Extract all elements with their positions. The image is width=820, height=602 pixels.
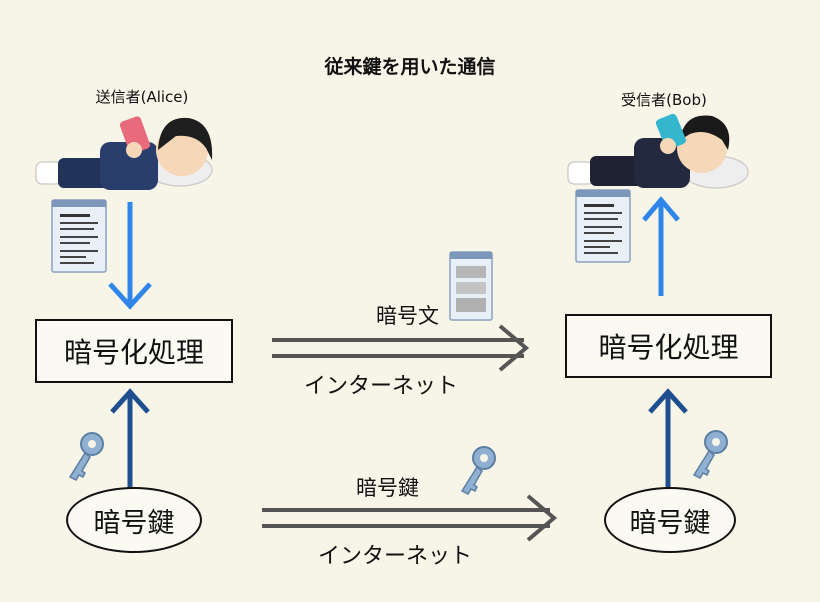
ciphertext-channel-medium: インターネット [304, 374, 459, 399]
receiver-illustration [567, 113, 749, 189]
sender-illustration [35, 116, 213, 190]
key-icon [693, 430, 728, 479]
arrow-key-up-right [648, 388, 688, 488]
key-channel-medium: インターネット [318, 544, 473, 569]
plaintext-document-icon [575, 189, 631, 263]
key-icon [461, 446, 496, 495]
sender-key-node: 暗号鍵 [66, 487, 202, 553]
sender-process-box: 暗号化処理 [35, 319, 233, 383]
arrow-plaintext-down [108, 202, 152, 310]
sender-label: 送信者(Alice) [95, 88, 189, 106]
receiver-process-label: 暗号化処理 [598, 331, 739, 364]
ciphertext-channel-label: 暗号文 [376, 304, 439, 328]
sender-process-label: 暗号化処理 [63, 336, 204, 369]
key-icon [69, 432, 104, 481]
arrow-key-up-left [110, 388, 150, 488]
arrow-ciphertext-channel [272, 324, 530, 372]
receiver-key-label: 暗号鍵 [629, 507, 711, 539]
receiver-process-box: 暗号化処理 [565, 314, 772, 378]
diagram-title: 従来鍵を用いた通信 [324, 56, 496, 78]
sender-key-label: 暗号鍵 [93, 507, 175, 539]
arrow-key-channel [262, 494, 558, 542]
arrow-plaintext-up [642, 196, 680, 296]
plaintext-document-icon [51, 199, 107, 273]
ciphertext-document-icon [449, 251, 493, 321]
receiver-label: 受信者(Bob) [621, 91, 707, 109]
receiver-key-node: 暗号鍵 [604, 487, 736, 553]
key-channel-label: 暗号鍵 [356, 476, 419, 500]
